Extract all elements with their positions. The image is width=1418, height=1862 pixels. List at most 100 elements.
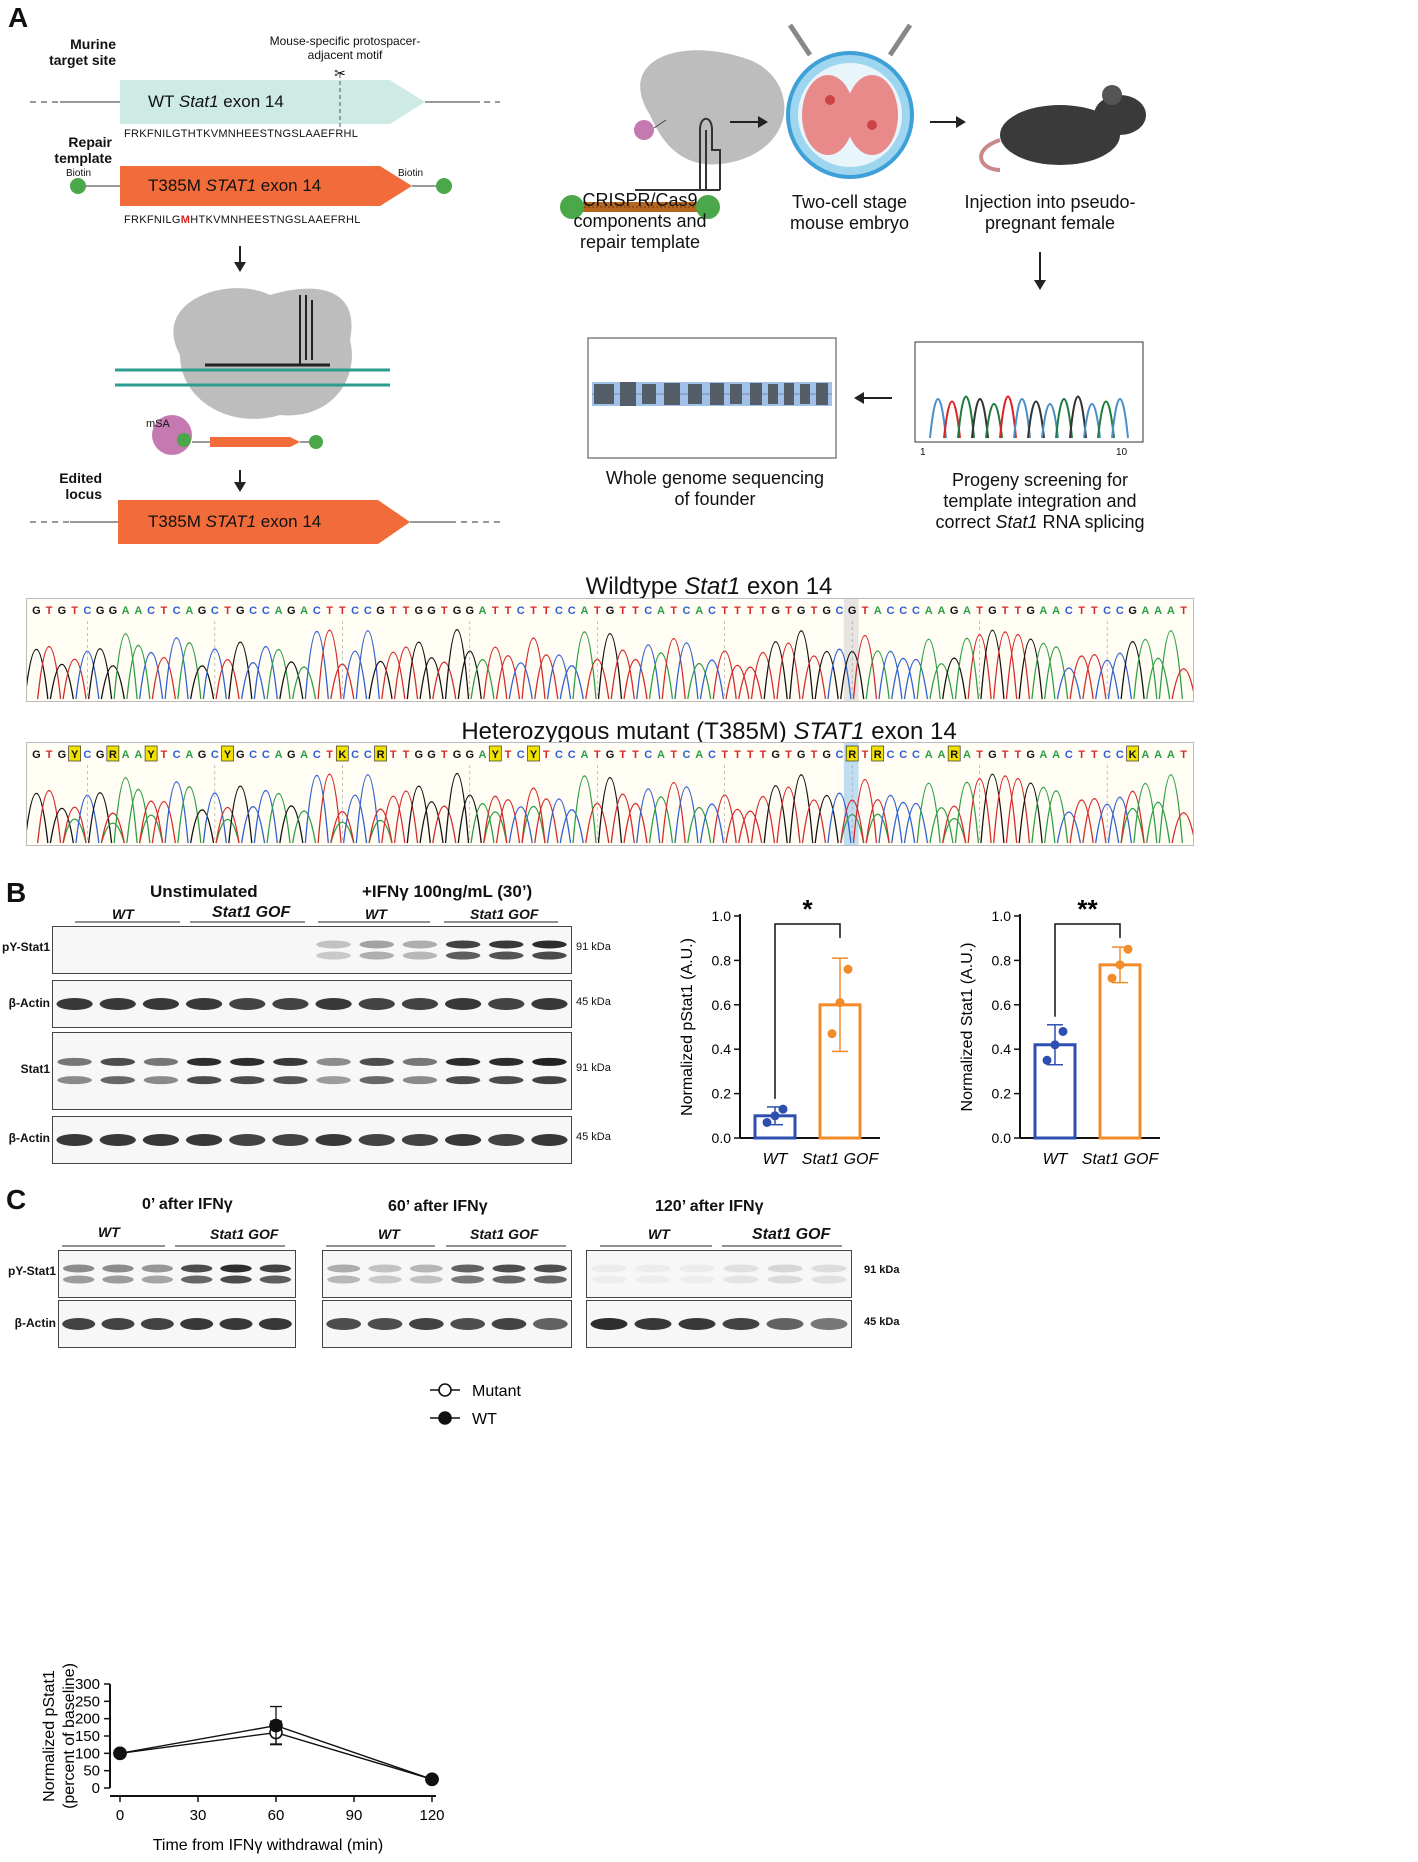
blot-band xyxy=(402,951,438,960)
trace-peak xyxy=(521,787,546,844)
base-letter: T xyxy=(441,605,448,617)
arrow-down-icon-2 xyxy=(234,482,246,492)
mouse-tail xyxy=(979,138,1001,172)
base-letter: R xyxy=(874,749,882,761)
line-xtick: 30 xyxy=(190,1807,207,1824)
trace-peak xyxy=(929,807,954,844)
blot-band xyxy=(102,1264,134,1273)
base-letter: T xyxy=(71,605,78,617)
blot-band xyxy=(316,1076,351,1085)
line-ytick: 100 xyxy=(75,1745,100,1762)
base-letter: C xyxy=(313,605,321,617)
trace-peak xyxy=(597,776,623,844)
b-row-label-0: pY-Stat1 xyxy=(1,940,50,954)
base-letter: C xyxy=(568,749,576,761)
base-letter: C xyxy=(351,749,359,761)
data-point xyxy=(827,1029,837,1039)
trace-peak xyxy=(1018,638,1043,700)
bar-ytick: 1.0 xyxy=(712,908,732,924)
bar-ytick: 0.4 xyxy=(712,1041,732,1057)
base-letter: G xyxy=(1128,605,1137,617)
b-row-label-1: β-Actin xyxy=(8,996,50,1010)
base-letter: T xyxy=(390,749,397,761)
blot-band xyxy=(635,1275,671,1284)
trace-peak xyxy=(674,786,699,844)
msa-label: mSA xyxy=(146,418,170,430)
base-letter: A xyxy=(581,605,589,617)
base-letter: C xyxy=(173,749,181,761)
base-letter: T xyxy=(594,605,601,617)
template-biotin-dot xyxy=(309,435,323,449)
data-point xyxy=(835,998,845,1008)
blot-band xyxy=(327,1275,361,1284)
line-ylabel: (percent of baseline) xyxy=(61,1663,78,1809)
trace-peak xyxy=(852,634,878,700)
c-t0-label: 0’ after IFNγ xyxy=(142,1196,233,1213)
blot-band xyxy=(186,1057,222,1066)
base-letter: G xyxy=(198,605,207,617)
base-letter: A xyxy=(695,605,703,617)
base-letter: T xyxy=(1091,605,1098,617)
base-letter: G xyxy=(287,605,296,617)
data-point xyxy=(1123,944,1133,954)
base-letter: A xyxy=(275,605,283,617)
base-letter: T xyxy=(670,605,677,617)
unstim-label: Unstimulated xyxy=(150,882,258,901)
base-letter: G xyxy=(606,749,615,761)
guide-rna-hairpin xyxy=(699,117,713,190)
base-letter: T xyxy=(862,749,869,761)
blot-band xyxy=(488,940,524,949)
b-row-label-2: Stat1 xyxy=(20,1062,50,1076)
trace-peak xyxy=(1056,667,1082,700)
trace-peak xyxy=(100,812,125,844)
base-letter: G xyxy=(415,605,424,617)
trace-peak xyxy=(317,773,342,844)
biotin-label-left: Biotin xyxy=(66,168,92,179)
blot-band xyxy=(766,1318,804,1330)
blot-band xyxy=(101,1318,135,1330)
base-letter: C xyxy=(249,749,257,761)
blot-band xyxy=(488,1076,524,1085)
base-letter: C xyxy=(517,605,525,617)
trace-peak xyxy=(648,652,674,700)
trace-peak xyxy=(1044,790,1069,844)
base-letter: A xyxy=(1167,605,1175,617)
bar-ytick: 0.8 xyxy=(992,952,1012,968)
trace-peak xyxy=(483,646,508,700)
line-ylabel: Normalized pStat1 xyxy=(41,1670,58,1802)
trace-peak xyxy=(942,805,967,844)
trace-peak xyxy=(368,808,393,844)
base-letter: Y xyxy=(71,749,79,761)
blot-band xyxy=(532,1057,567,1066)
trace-peak xyxy=(954,637,980,700)
trace-peak xyxy=(266,648,291,700)
blot-band xyxy=(258,1318,292,1330)
blot-band xyxy=(143,1057,179,1066)
base-letter: T xyxy=(619,749,626,761)
blot-band xyxy=(358,1134,395,1146)
line-xtick: 0 xyxy=(116,1807,124,1824)
ifn-label: +IFNγ 100ng/mL (30’) xyxy=(362,882,533,901)
trace-peak xyxy=(1044,646,1069,700)
trace-peak xyxy=(572,631,597,700)
blot-band xyxy=(219,1318,253,1330)
base-letter: A xyxy=(657,605,665,617)
base-letter: G xyxy=(465,605,474,617)
embryo-cell-left xyxy=(802,75,854,155)
base-letter: T xyxy=(760,605,767,617)
base-letter: T xyxy=(1015,605,1022,617)
trace-peak xyxy=(546,798,572,844)
data-point xyxy=(1115,960,1125,970)
trace-peak xyxy=(1158,774,1183,844)
base-letter: T xyxy=(1002,749,1009,761)
trace-peak xyxy=(355,630,380,700)
trace-peak xyxy=(559,809,584,844)
base-letter: C xyxy=(886,749,894,761)
base-letter: C xyxy=(1103,749,1111,761)
base-letter: T xyxy=(1091,749,1098,761)
trace-peak xyxy=(725,808,750,844)
mouse-ear xyxy=(1102,85,1122,105)
base-letter: A xyxy=(479,749,487,761)
trace-peak xyxy=(1095,804,1120,844)
